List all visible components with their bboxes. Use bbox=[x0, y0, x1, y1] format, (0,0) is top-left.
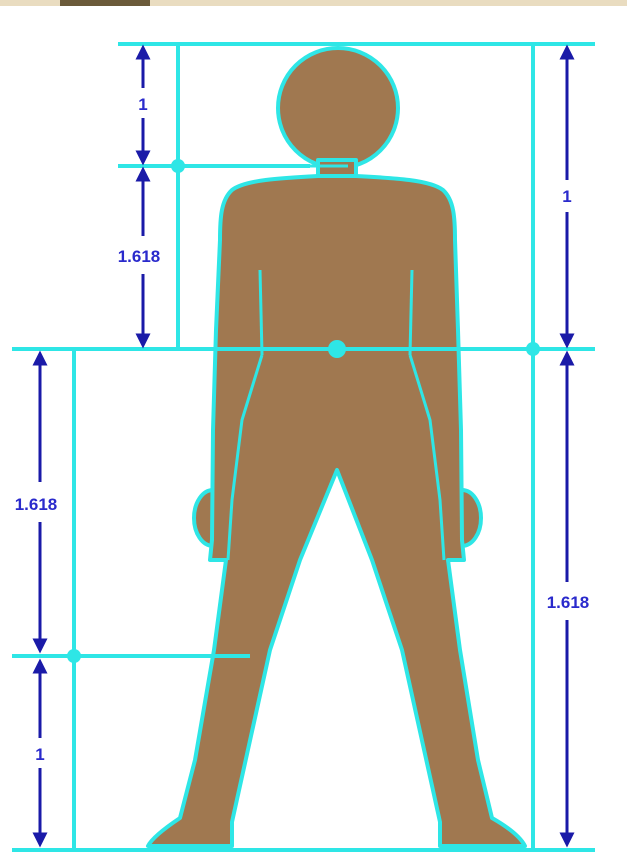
label-navel-to-floor: 1.618 bbox=[547, 593, 590, 612]
label-top-to-navel: 1 bbox=[562, 187, 571, 206]
knee-dot bbox=[67, 649, 81, 663]
right-arm-contour bbox=[410, 270, 412, 355]
label-knee-to-floor: 1 bbox=[35, 745, 44, 764]
figure-head bbox=[278, 48, 398, 168]
label-neck-to-navel: 1.618 bbox=[118, 247, 161, 266]
navel-dot bbox=[328, 340, 346, 358]
label-head: 1 bbox=[138, 95, 147, 114]
left-arm-contour bbox=[260, 270, 262, 355]
label-navel-to-knee: 1.618 bbox=[15, 495, 58, 514]
right-navel-dot bbox=[526, 342, 540, 356]
neck-dot bbox=[171, 159, 185, 173]
top-image-strip-dark bbox=[60, 0, 150, 6]
